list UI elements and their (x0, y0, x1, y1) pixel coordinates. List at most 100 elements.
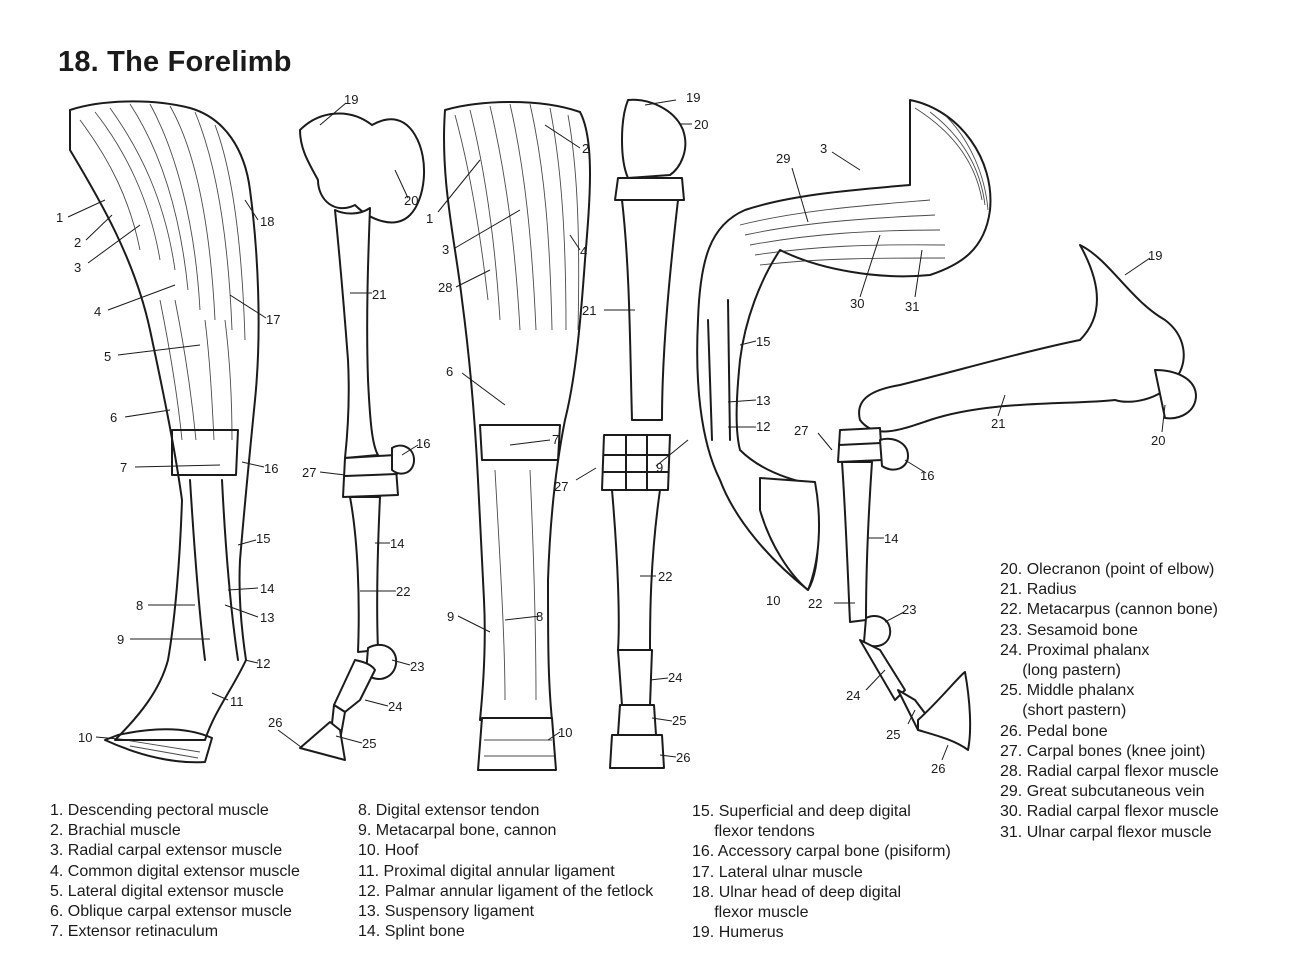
legend-item: 26. Pedal bone (1000, 722, 1108, 740)
callout-numbers: 1 2 3 4 5 6 7 8 9 10 11 12 13 14 15 16 1… (56, 90, 1165, 776)
callout-1: 1 (426, 211, 433, 226)
callout-2: 2 (582, 141, 589, 156)
callout-12: 12 (256, 656, 270, 671)
callout-20: 20 (694, 117, 708, 132)
callout-14: 14 (884, 531, 898, 546)
callout-13: 13 (260, 610, 274, 625)
legend-item: 2. Brachial muscle (50, 822, 181, 840)
front-muscle-view (443, 101, 591, 771)
callout-6: 6 (110, 410, 117, 425)
legend-item: 28. Radial carpal flexor muscle (1000, 763, 1219, 781)
legend-item: 13. Suspensory ligament (358, 903, 535, 921)
legend-item: 24. Proximal phalanx (1000, 641, 1150, 659)
front-skeleton-view (601, 98, 687, 769)
callout-6: 6 (446, 364, 453, 379)
legend-item: 20. Olecranon (point of elbow) (1000, 561, 1215, 578)
callout-20: 20 (1151, 433, 1165, 448)
page-title: 18. The Forelimb (58, 46, 292, 78)
legend-item: 14. Splint bone (358, 923, 465, 941)
legend-item: (long pastern) (1000, 662, 1121, 680)
callout-16: 16 (264, 461, 278, 476)
callout-9: 9 (117, 632, 124, 647)
legend-item: 27. Carpal bones (knee joint) (1000, 742, 1206, 760)
callout-13: 13 (756, 393, 770, 408)
callout-4: 4 (94, 304, 101, 319)
callout-11: 11 (230, 694, 244, 709)
legend-item: 3. Radial carpal extensor muscle (50, 842, 283, 860)
legend-item: 22. Metacarpus (cannon bone) (1000, 601, 1218, 619)
callout-21: 21 (372, 287, 386, 302)
callout-16: 16 (416, 436, 430, 451)
legend-column-4: 20. Olecranon (point of elbow) 21. Radiu… (1000, 560, 1219, 843)
legend-item: (short pastern) (1000, 702, 1127, 720)
legend-item: 30. Radial carpal flexor muscle (1000, 803, 1219, 821)
callout-4: 4 (580, 244, 587, 259)
legend-item: 23. Sesamoid bone (1000, 621, 1138, 639)
legend-item: 5. Lateral digital extensor muscle (50, 882, 284, 900)
lateral-skeleton-view (299, 112, 426, 761)
callout-22: 22 (808, 596, 822, 611)
callout-3: 3 (74, 260, 81, 275)
legend-item: flexor tendons (692, 823, 815, 841)
callout-18: 18 (260, 214, 274, 229)
callout-10: 10 (558, 725, 572, 740)
callout-23: 23 (902, 602, 916, 617)
legend-item: 1. Descending pectoral muscle (50, 802, 269, 819)
callout-26: 26 (931, 761, 945, 776)
leader-lines (67, 99, 1166, 761)
callout-19: 19 (1148, 248, 1162, 263)
callout-24: 24 (388, 699, 402, 714)
legend-item: 9. Metacarpal bone, cannon (358, 822, 557, 840)
callout-25: 25 (886, 727, 900, 742)
legend-item: flexor muscle (692, 904, 809, 922)
callout-7: 7 (120, 460, 127, 475)
callout-17: 17 (266, 312, 280, 327)
legend-item: 21. Radius (1000, 581, 1077, 599)
legend-item: 16. Accessory carpal bone (pisiform) (692, 843, 951, 861)
legend-item: 18. Ulnar head of deep digital (692, 883, 902, 901)
legend-item: 10. Hoof (358, 842, 419, 860)
callout-25: 25 (362, 736, 376, 751)
lateral-muscle-view (69, 100, 260, 764)
legend-item: 17. Lateral ulnar muscle (692, 863, 863, 881)
callout-5: 5 (104, 349, 111, 364)
callout-26: 26 (268, 715, 282, 730)
legend-item: 19. Humerus (692, 924, 784, 942)
legend-column-2: 8. Digital extensor tendon 9. Metacarpal… (358, 801, 653, 942)
callout-14: 14 (260, 581, 274, 596)
callout-3: 3 (442, 242, 449, 257)
callout-24: 24 (846, 688, 860, 703)
legend-item: 25. Middle phalanx (1000, 682, 1135, 700)
callout-10: 10 (766, 593, 780, 608)
legend-item: 15. Superficial and deep digital (692, 803, 911, 820)
callout-26: 26 (676, 750, 690, 765)
callout-10: 10 (78, 730, 92, 745)
legend-item: 12. Palmar annular ligament of the fetlo… (358, 882, 654, 900)
callout-22: 22 (396, 584, 410, 599)
callout-8: 8 (536, 609, 543, 624)
callout-8: 8 (136, 598, 143, 613)
legend-item: 6. Oblique carpal extensor muscle (50, 903, 292, 921)
legend-column-1: 1. Descending pectoral muscle 2. Brachia… (50, 801, 300, 942)
callout-14: 14 (390, 536, 404, 551)
legend-item: 31. Ulnar carpal flexor muscle (1000, 823, 1212, 841)
callout-31: 31 (905, 299, 919, 314)
callout-27: 27 (554, 479, 568, 494)
callout-25: 25 (672, 713, 686, 728)
callout-2: 2 (74, 235, 81, 250)
callout-20: 20 (404, 193, 418, 208)
legend-item: 4. Common digital extensor muscle (50, 862, 300, 880)
callout-27: 27 (302, 465, 316, 480)
callout-27: 27 (794, 423, 808, 438)
callout-9: 9 (447, 609, 454, 624)
callout-15: 15 (756, 334, 770, 349)
legend-column-3: 15. Superficial and deep digital flexor … (692, 802, 951, 943)
flexed-leg-muscle-view (696, 99, 992, 591)
callout-22: 22 (658, 569, 672, 584)
callout-1: 1 (56, 210, 63, 225)
callout-15: 15 (256, 531, 270, 546)
callout-21: 21 (991, 416, 1005, 431)
callout-9: 9 (656, 460, 663, 475)
callout-29: 29 (776, 151, 790, 166)
